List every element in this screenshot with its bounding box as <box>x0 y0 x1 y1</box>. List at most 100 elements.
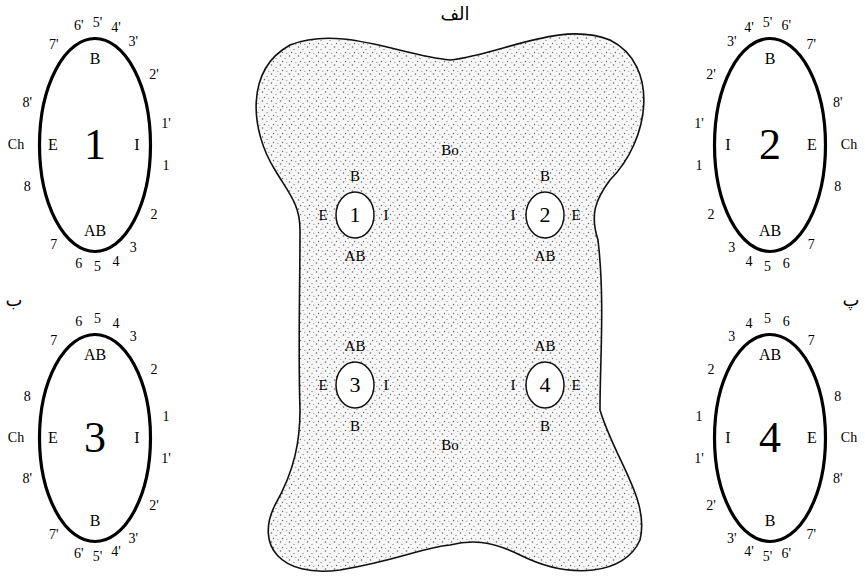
sector-number: 5' <box>93 16 103 30</box>
sector-number: 5 <box>764 260 771 274</box>
cell-number: 1 <box>84 123 106 167</box>
pole-label: I <box>725 430 730 446</box>
cell-number: 3 <box>84 416 106 460</box>
pole-label: E <box>48 430 58 446</box>
sector-number: 6' <box>74 19 84 33</box>
circle-outline-shape <box>526 192 564 238</box>
spore-diagram: ABE3IB <box>38 333 152 543</box>
pole-label: B <box>540 419 550 434</box>
sector-number: 1' <box>161 117 171 131</box>
sector-number: 4' <box>111 545 121 559</box>
pole-label: I <box>511 208 516 223</box>
sector-number: 4 <box>113 317 120 331</box>
sector-number: 8' <box>23 472 33 486</box>
microspore-circle: 4 <box>525 361 565 409</box>
spore-outline-shape <box>40 39 151 252</box>
spore-diagram: ABI4EB <box>713 333 827 543</box>
sector-number: Ch <box>8 431 24 445</box>
sector-number: 7' <box>807 38 817 52</box>
sector-number: 6 <box>75 315 82 329</box>
pole-label: B <box>90 513 101 529</box>
sector-number: 8' <box>833 472 843 486</box>
sector-number: 3' <box>128 35 138 49</box>
sector-number: 2' <box>149 68 159 82</box>
sector-number: 4' <box>111 21 121 35</box>
cell-number: 4 <box>540 374 551 396</box>
sector-number: 4 <box>113 255 120 269</box>
pole-label: E <box>48 137 58 153</box>
sector-number: 6' <box>74 547 84 561</box>
pole-label: AB <box>345 249 366 264</box>
sector-number: 6' <box>781 19 791 33</box>
sector-number: 3' <box>727 532 737 546</box>
sector-number: 4' <box>744 21 754 35</box>
sector-number: 2' <box>706 499 716 513</box>
tetrad-mass: BoBo1234 <box>245 18 665 584</box>
sector-number: 6 <box>783 257 790 271</box>
sector-number: 3' <box>128 532 138 546</box>
spore-outline-shape <box>715 335 826 542</box>
sector-number: 2 <box>150 208 157 222</box>
pole-label: I <box>384 378 389 393</box>
sector-number: 3 <box>130 330 137 344</box>
sector-number: Ch <box>8 138 24 152</box>
spore-diagram: B E 1 I AB <box>38 37 152 253</box>
pole-label: E <box>318 378 327 393</box>
sector-number: 3 <box>728 241 735 255</box>
sector-number: 6 <box>75 257 82 271</box>
pole-label: B <box>350 419 360 434</box>
pole-label: AB <box>84 223 106 239</box>
sector-number: 6' <box>781 547 791 561</box>
sector-number: 3 <box>130 241 137 255</box>
pole-label: B <box>765 51 776 67</box>
panel-letter: الف <box>440 5 469 23</box>
region-label: Bo <box>441 143 459 158</box>
sector-number: 7' <box>49 38 59 52</box>
pole-label: B <box>90 51 101 67</box>
sector-number: Ch <box>841 138 857 152</box>
cell-number: 2 <box>540 204 551 226</box>
sector-number: 8 <box>834 390 841 404</box>
cell-number: 2 <box>759 123 781 167</box>
sector-number: 5 <box>94 312 101 326</box>
pole-label: E <box>807 430 817 446</box>
sector-number: 5' <box>93 550 103 564</box>
sector-number: 6 <box>783 315 790 329</box>
sector-number: 1' <box>694 117 704 131</box>
sector-number: 7 <box>808 334 815 348</box>
region-label: Bo <box>441 438 459 453</box>
pole-label: AB <box>759 347 781 363</box>
sector-number: 1 <box>696 159 703 173</box>
sector-number: 1 <box>696 410 703 424</box>
pole-label: AB <box>345 339 366 354</box>
sector-number: 2' <box>706 68 716 82</box>
sector-number: 1 <box>162 410 169 424</box>
sector-number: 2 <box>150 363 157 377</box>
pole-label: I <box>511 378 516 393</box>
sector-number: 5' <box>763 550 773 564</box>
pole-label: I <box>134 430 139 446</box>
sector-number: 7' <box>49 528 59 542</box>
microspore-circle: 1 <box>335 191 375 239</box>
sector-number: 8' <box>833 96 843 110</box>
pole-label: I <box>725 137 730 153</box>
pole-label: I <box>384 208 389 223</box>
sector-number: 7 <box>50 334 57 348</box>
pole-label: AB <box>84 347 106 363</box>
pole-label: I <box>134 137 139 153</box>
pole-label: E <box>571 378 580 393</box>
sector-number: 4 <box>745 255 752 269</box>
sector-number: 8 <box>24 390 31 404</box>
sector-number: 1' <box>694 452 704 466</box>
sector-number: 1' <box>161 452 171 466</box>
mass-outline-path <box>256 34 644 571</box>
sector-number: 5' <box>763 16 773 30</box>
pole-label: E <box>807 137 817 153</box>
panel-letter: ب <box>6 291 23 309</box>
mass-outline <box>245 18 665 584</box>
sector-number: 2' <box>149 499 159 513</box>
pole-label: E <box>318 208 327 223</box>
pole-label: B <box>350 169 360 184</box>
sector-number: 3' <box>727 35 737 49</box>
